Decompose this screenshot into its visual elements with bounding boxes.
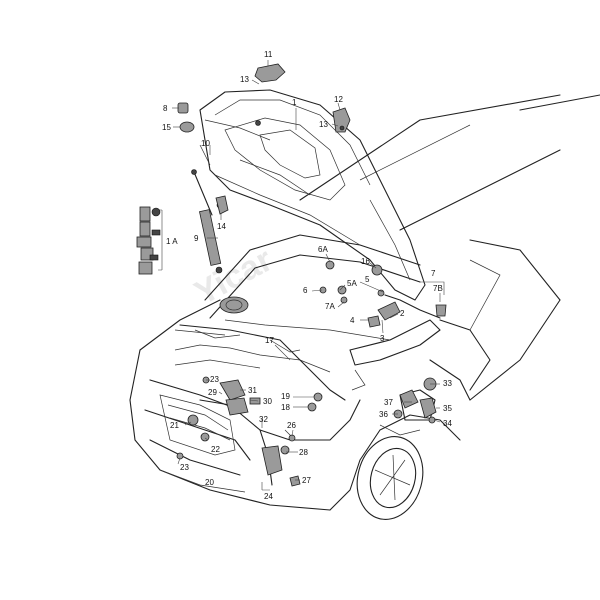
callout-labels: 11 13 12 13 8 15 1 10 14 9 1 A 6A 16 7 5… bbox=[162, 50, 452, 501]
callout-13a: 13 bbox=[240, 75, 249, 84]
callout-29: 29 bbox=[208, 388, 217, 397]
callout-36: 36 bbox=[379, 410, 388, 419]
callout-22: 22 bbox=[211, 445, 220, 454]
leader-lines bbox=[172, 60, 445, 491]
callout-6a: 6A bbox=[318, 245, 328, 254]
callout-33: 33 bbox=[443, 379, 452, 388]
lock-parts bbox=[319, 260, 447, 328]
callout-32: 32 bbox=[259, 415, 268, 424]
callout-5: 5 bbox=[365, 275, 370, 284]
release-cable bbox=[174, 329, 437, 487]
callout-21: 21 bbox=[170, 421, 179, 430]
callout-9: 9 bbox=[194, 234, 199, 243]
callout-1: 1 bbox=[292, 98, 297, 107]
callout-27: 27 bbox=[302, 476, 311, 485]
callout-6: 6 bbox=[303, 286, 308, 295]
callout-8: 8 bbox=[163, 104, 168, 113]
callout-18: 18 bbox=[281, 403, 290, 412]
callout-15: 15 bbox=[162, 123, 171, 132]
callout-5a: 5A bbox=[347, 279, 357, 288]
hood-panel bbox=[199, 89, 426, 301]
callout-31: 31 bbox=[248, 386, 257, 395]
callout-2: 2 bbox=[400, 309, 405, 318]
callout-10: 10 bbox=[201, 139, 210, 148]
fastener-set bbox=[136, 206, 163, 275]
callout-7: 7 bbox=[431, 269, 436, 278]
callout-23b: 23 bbox=[180, 463, 189, 472]
callout-19: 19 bbox=[281, 392, 290, 401]
callout-12: 12 bbox=[334, 95, 343, 104]
car-body-outline bbox=[129, 94, 600, 520]
callout-23a: 23 bbox=[210, 375, 219, 384]
callout-3: 3 bbox=[380, 334, 385, 343]
callout-34: 34 bbox=[443, 419, 452, 428]
callout-37: 37 bbox=[384, 398, 393, 407]
callout-20: 20 bbox=[205, 478, 214, 487]
callout-16: 16 bbox=[361, 257, 370, 266]
callout-11: 11 bbox=[264, 50, 273, 59]
callout-30: 30 bbox=[263, 397, 272, 406]
callout-7a: 7A bbox=[325, 302, 335, 311]
callout-14: 14 bbox=[217, 222, 226, 231]
callout-13b: 13 bbox=[319, 120, 328, 129]
callout-35: 35 bbox=[443, 404, 452, 413]
callout-26: 26 bbox=[287, 421, 296, 430]
gas-strut bbox=[191, 169, 223, 274]
callout-17: 17 bbox=[265, 336, 274, 345]
callout-24: 24 bbox=[264, 492, 273, 501]
callout-28: 28 bbox=[299, 448, 308, 457]
callout-1a: 1 A bbox=[166, 237, 178, 246]
hood-parts bbox=[177, 63, 351, 215]
callout-7b: 7B bbox=[433, 284, 443, 293]
callout-4: 4 bbox=[350, 316, 355, 325]
